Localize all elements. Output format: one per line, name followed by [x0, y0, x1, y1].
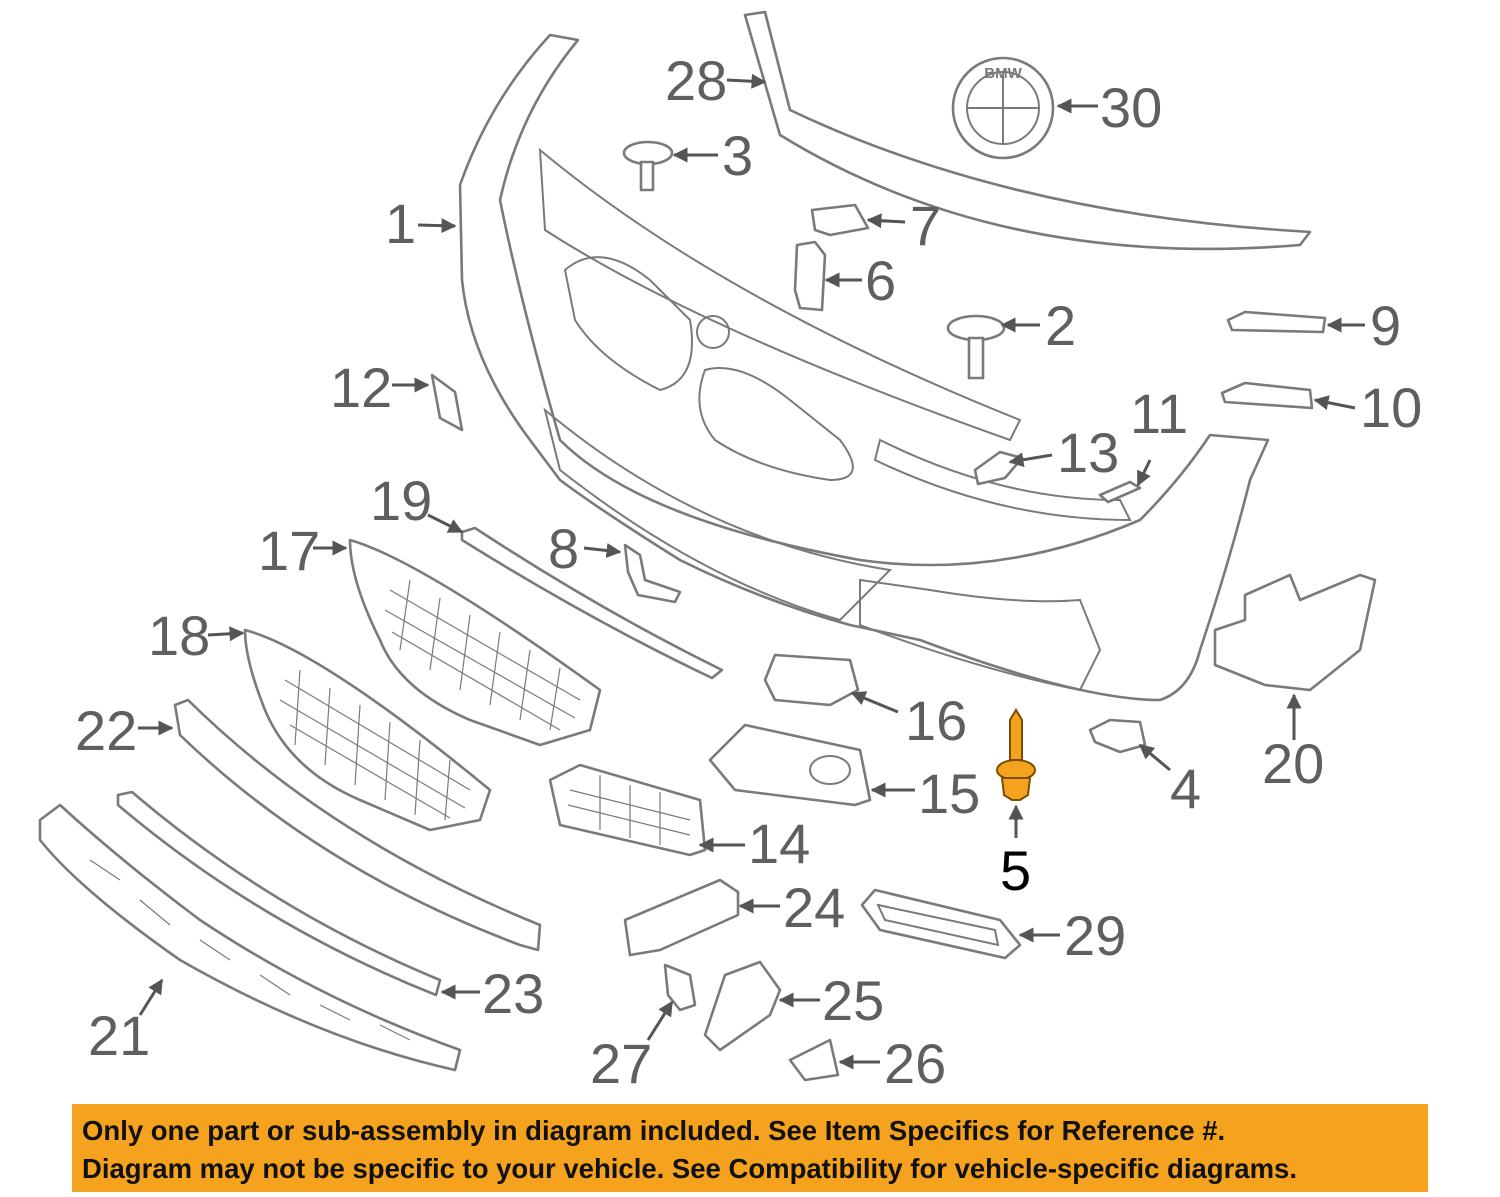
callout-6: 6	[865, 249, 896, 312]
callout-27: 27	[590, 1032, 652, 1095]
part-12-cover	[430, 373, 464, 432]
part-26-cover	[788, 1038, 840, 1082]
callout-23: 23	[482, 962, 544, 1025]
callout-12: 12	[330, 356, 392, 419]
callout-15: 15	[918, 762, 980, 825]
callout-21: 21	[88, 1004, 150, 1067]
arrow-18	[207, 626, 245, 642]
arrow-13	[1008, 452, 1053, 468]
emblem-text: BMW	[984, 65, 1022, 82]
part-13-bracket	[973, 450, 1024, 486]
part-7-bracket	[810, 203, 870, 237]
part-29-trim-ring	[860, 888, 1022, 960]
callout-19: 19	[370, 469, 432, 532]
arrow-28	[726, 73, 767, 89]
part-9-trim	[1226, 310, 1327, 334]
callout-18: 18	[148, 604, 210, 667]
part-20-bracket	[1213, 573, 1377, 692]
part-6-bracket	[793, 240, 827, 312]
arrow-19	[427, 513, 464, 534]
callout-20: 20	[1262, 732, 1324, 795]
part-11-cover	[1098, 480, 1142, 504]
arrow-21	[138, 978, 164, 1016]
part-3-screw	[622, 140, 674, 192]
part-28-hood-trim-strip	[743, 10, 1312, 251]
arrow-10	[1313, 395, 1356, 411]
callout-16: 16	[905, 689, 967, 752]
callout-7: 7	[910, 194, 941, 257]
callout-25: 25	[822, 969, 884, 1032]
part-24-bracket	[623, 878, 740, 957]
part-4-bracket	[1088, 718, 1147, 754]
part-16-bracket	[763, 653, 860, 707]
part-8-bracket	[623, 543, 682, 604]
part-10-bracket	[1220, 381, 1314, 410]
callout-2: 2	[1045, 294, 1076, 357]
part-1-bumper-cover	[458, 33, 1270, 702]
leader-arrows	[138, 73, 1365, 1070]
callout-30: 30	[1100, 76, 1162, 139]
arrow-11	[1136, 459, 1152, 487]
arrow-27	[646, 1000, 674, 1041]
callout-28: 28	[665, 49, 727, 112]
part-14-grille	[548, 763, 707, 857]
callout-8: 8	[548, 517, 579, 580]
callout-26: 26	[884, 1032, 946, 1095]
callout-29: 29	[1064, 904, 1126, 967]
callout-9: 9	[1370, 294, 1401, 357]
arrow-4	[1138, 743, 1171, 772]
callout-11: 11	[1130, 382, 1188, 445]
part-27-bracket	[663, 963, 697, 1012]
notice-line-1: Only one part or sub-assembly in diagram…	[82, 1115, 1226, 1146]
callout-14: 14	[748, 812, 810, 875]
arrow-1	[417, 218, 457, 234]
callout-1: 1	[385, 192, 416, 255]
callout-5: 5	[1000, 839, 1031, 902]
arrow-7	[866, 213, 906, 229]
part-30-emblem: BMW	[951, 56, 1055, 160]
callout-13: 13	[1057, 421, 1119, 484]
notice-line-2: Diagram may not be specific to your vehi…	[82, 1153, 1297, 1184]
part-22-reinforcement	[173, 698, 542, 952]
callout-17: 17	[258, 519, 320, 582]
callout-labels: 1 2 3 4 5 6 7 8 9 10 11 12 13 14 15 16 1…	[75, 49, 1422, 1095]
part-17-grille	[348, 538, 602, 747]
part-2-screw	[946, 314, 1006, 380]
part-19-strip	[460, 526, 724, 680]
arrow-16	[850, 691, 899, 714]
part-25-bracket	[703, 960, 782, 1052]
notice-banner: Only one part or sub-assembly in diagram…	[72, 1104, 1428, 1192]
part-18-grille	[243, 628, 492, 832]
arrow-8	[583, 543, 622, 558]
callout-24: 24	[783, 876, 845, 939]
callout-4: 4	[1170, 757, 1201, 820]
callout-22: 22	[75, 699, 137, 762]
callout-3: 3	[722, 124, 753, 187]
part-23-strip	[116, 790, 442, 997]
part-15-fog-grille	[708, 723, 872, 807]
callout-10: 10	[1360, 376, 1422, 439]
part-21-absorber	[38, 803, 462, 1072]
parts-diagram: BMW	[38, 10, 1422, 1095]
part-5-clip-highlighted	[996, 708, 1036, 801]
